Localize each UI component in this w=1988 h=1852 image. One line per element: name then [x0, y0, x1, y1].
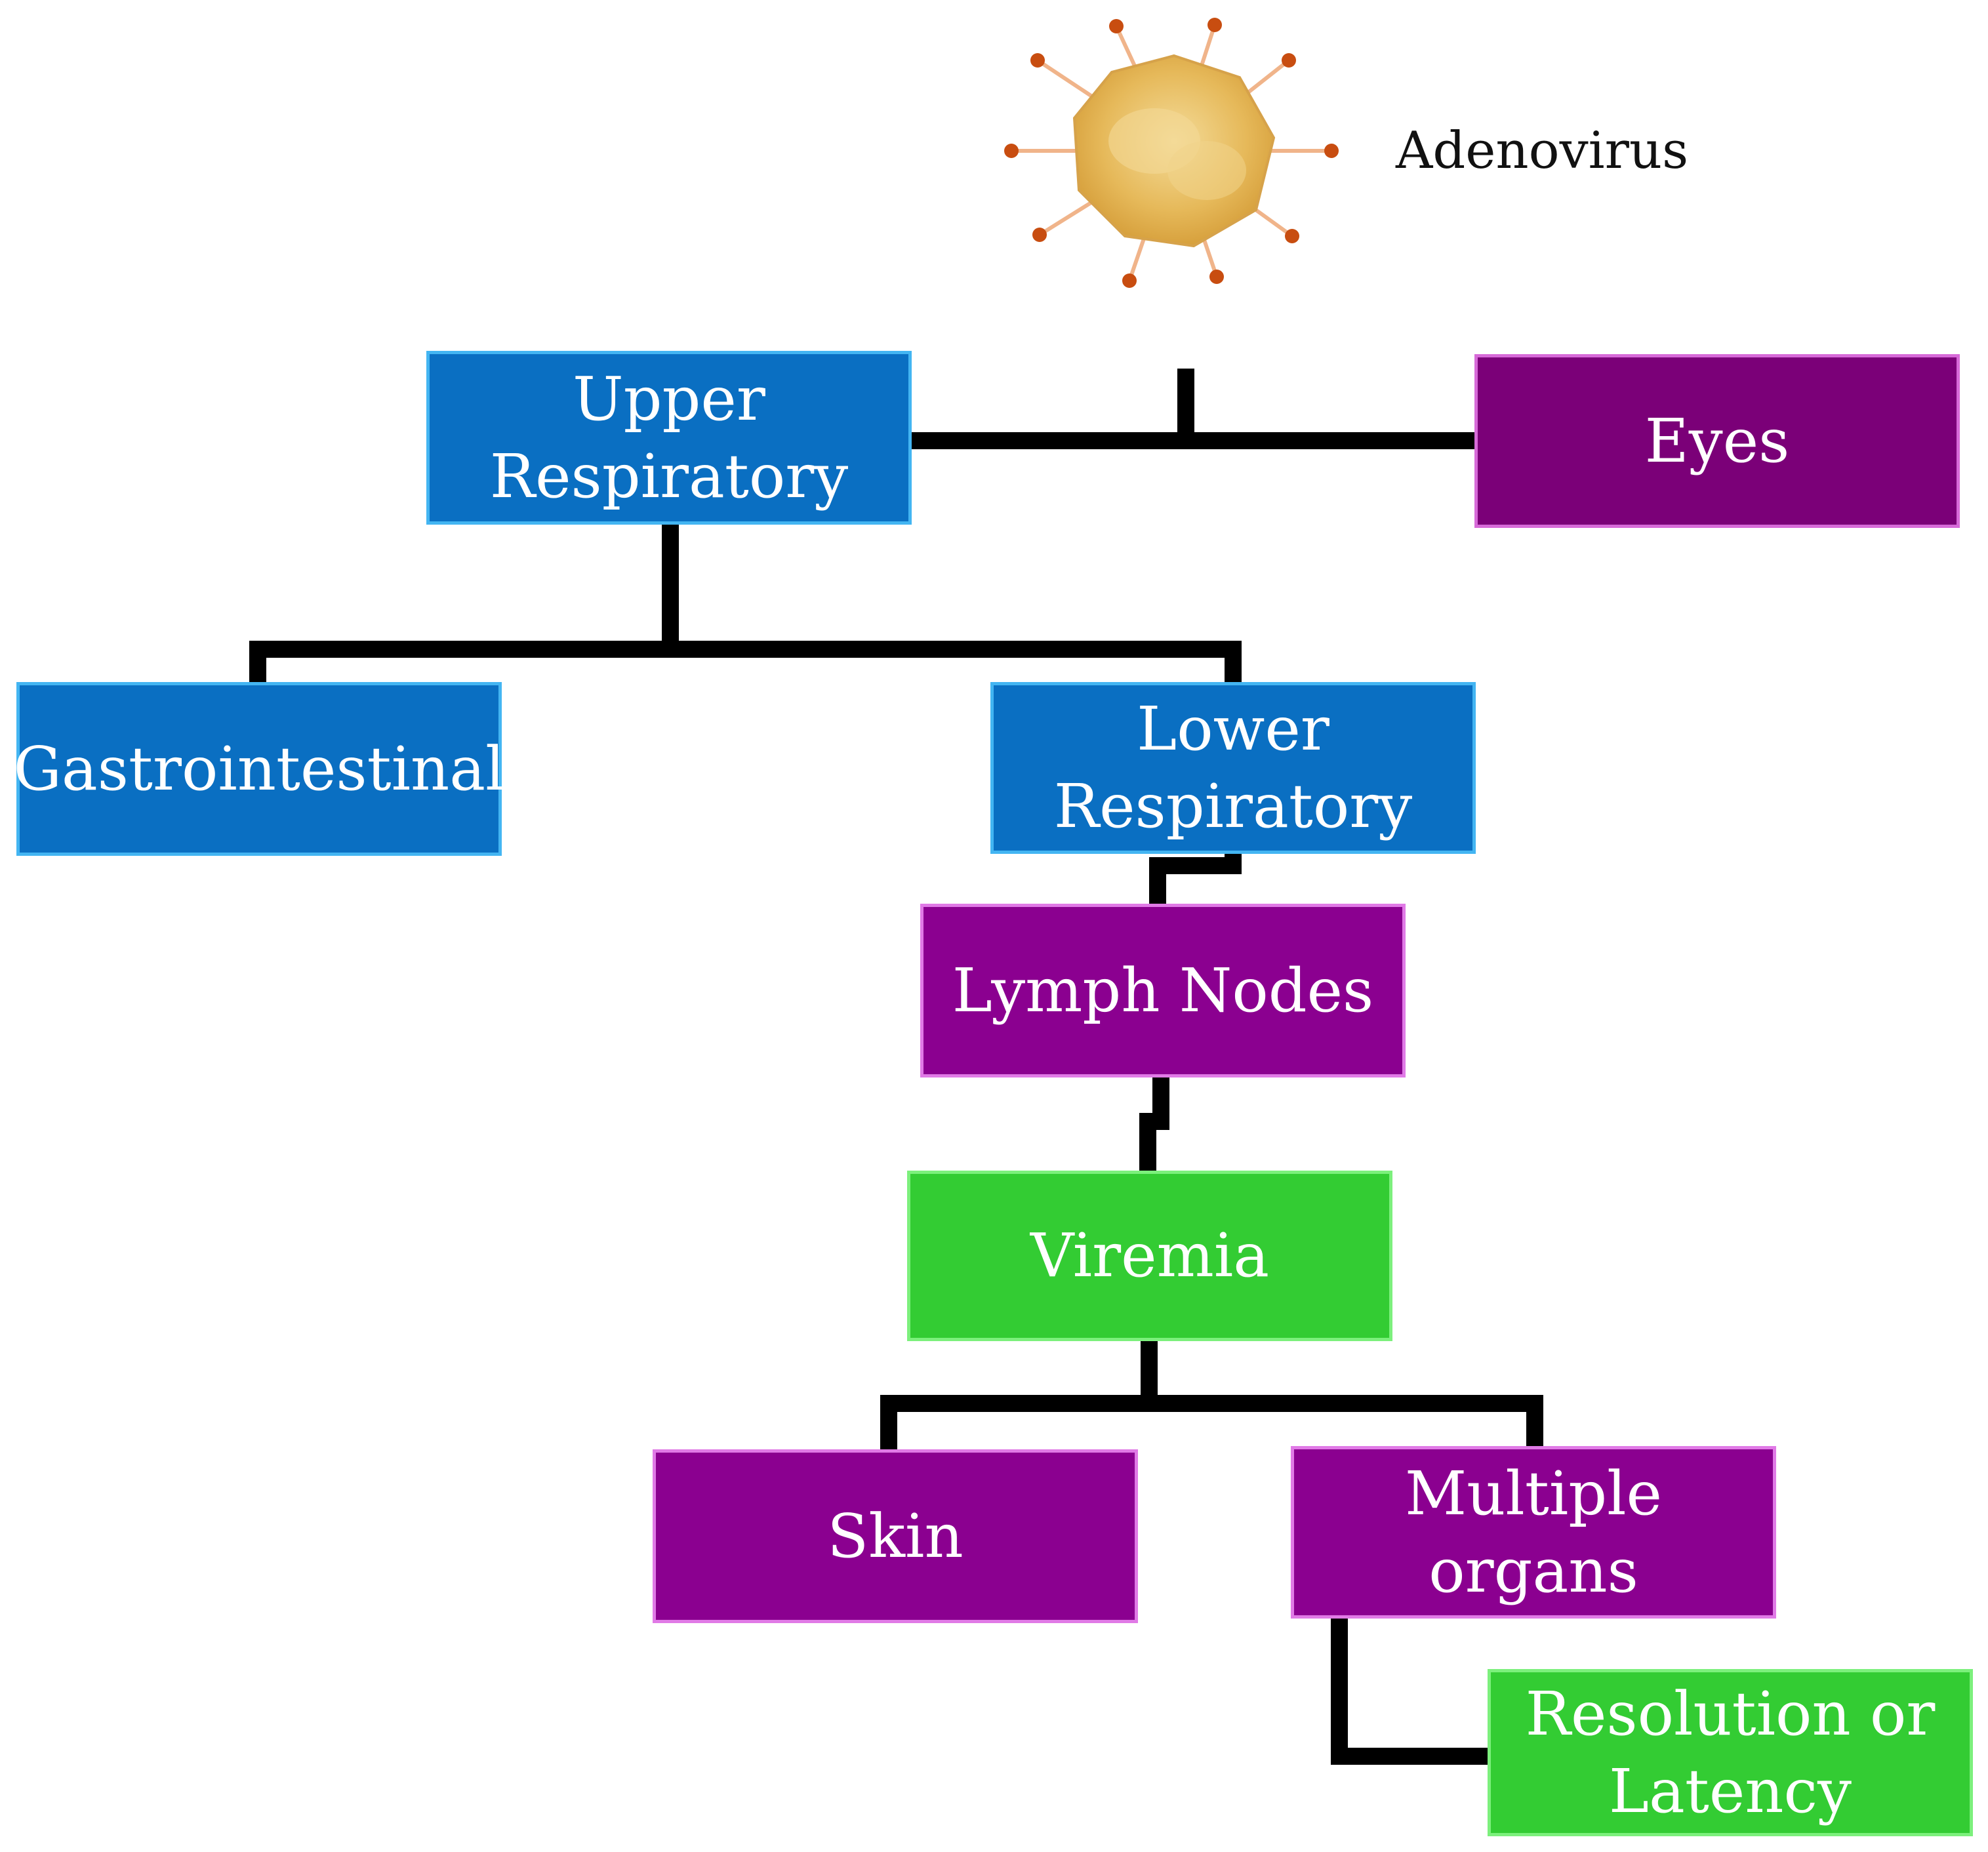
connector-skin-organs-bar	[880, 1395, 1543, 1458]
lymph-nodes-box: Lymph Nodes	[920, 904, 1406, 1077]
multiple-organs-box: Multiple organs	[1291, 1446, 1776, 1619]
connector-gi-lower-bar	[249, 641, 1242, 700]
viremia-box: Viremia	[907, 1171, 1392, 1341]
eyes-box: Eyes	[1474, 354, 1960, 528]
adenovirus-icon	[1004, 18, 1339, 288]
resolution-or-latency-box: Resolution or Latency	[1488, 1669, 1973, 1836]
lower-respiratory-box: Lower Respiratory	[990, 682, 1476, 854]
skin-box: Skin	[653, 1449, 1138, 1623]
connector-lower-to-lymph	[1149, 842, 1242, 912]
gastrointestinal-box: Gastrointestinal	[13, 682, 505, 856]
connector-organs-to-resolution	[1331, 1608, 1496, 1765]
adenovirus-label: Adenovirus	[1396, 121, 1689, 180]
upper-respiratory-box: Upper Respiratory	[426, 351, 912, 525]
connector-lymph-to-viremia	[1139, 1067, 1169, 1179]
